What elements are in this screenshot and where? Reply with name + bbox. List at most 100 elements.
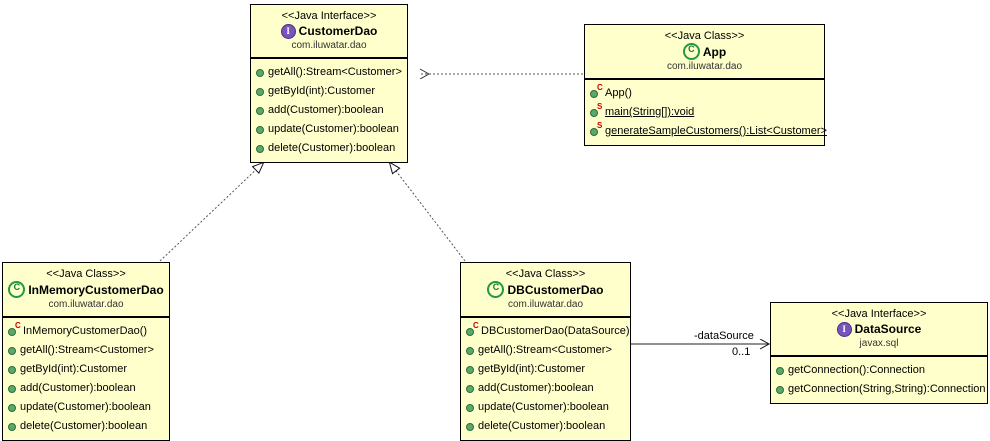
member-row[interactable]: getById(int):Customer bbox=[466, 360, 626, 379]
class-header: <<Java Class>> C App com.iluwatar.dao bbox=[585, 25, 824, 79]
class-header: <<Java Class>> C InMemoryCustomerDao com… bbox=[3, 263, 169, 317]
method-icon bbox=[776, 385, 784, 394]
member-label: update(Customer):boolean bbox=[268, 123, 399, 135]
method-icon bbox=[256, 144, 264, 153]
class-box-customer-dao[interactable]: <<Java Interface>> I CustomerDao com.ilu… bbox=[250, 4, 408, 163]
member-row[interactable]: S main(String[]):void bbox=[590, 102, 820, 122]
member-row[interactable]: C DBCustomerDao(DataSource) bbox=[466, 321, 630, 341]
interface-icon: I bbox=[836, 321, 852, 337]
method-icon bbox=[8, 365, 16, 374]
static-marker: S bbox=[597, 120, 603, 130]
member-label: delete(Customer):boolean bbox=[20, 420, 148, 432]
method-icon bbox=[8, 346, 16, 355]
member-row[interactable]: C App() bbox=[590, 83, 820, 103]
class-icon: C bbox=[682, 43, 700, 60]
member-label: generateSampleCustomers():List<Customer> bbox=[605, 125, 827, 137]
method-icon bbox=[256, 87, 264, 96]
method-icon bbox=[256, 106, 264, 115]
type-name-label: DBCustomerDao bbox=[507, 282, 604, 297]
members-compartment: C App() S main(String[]):void S generate… bbox=[585, 79, 827, 145]
method-icon: C bbox=[590, 83, 603, 98]
type-name-label: App bbox=[702, 44, 727, 59]
class-box-inmemory-customer-dao[interactable]: <<Java Class>> C InMemoryCustomerDao com… bbox=[2, 262, 170, 441]
stereotype-label: <<Java Class>> bbox=[505, 268, 586, 280]
stereotype-label: <<Java Class>> bbox=[664, 30, 745, 42]
stereotype-label: <<Java Interface>> bbox=[831, 308, 927, 320]
members-compartment: C DBCustomerDao(DataSource) getAll():Str… bbox=[461, 317, 630, 440]
member-row[interactable]: getAll():Stream<Customer> bbox=[466, 341, 626, 360]
member-row[interactable]: update(Customer):boolean bbox=[256, 120, 403, 139]
method-icon: C bbox=[466, 321, 479, 336]
member-row[interactable]: delete(Customer):boolean bbox=[256, 139, 403, 158]
member-label: getAll():Stream<Customer> bbox=[478, 344, 612, 356]
package-label: com.iluwatar.dao bbox=[48, 299, 124, 310]
method-icon bbox=[8, 403, 16, 412]
member-label: DBCustomerDao(DataSource) bbox=[481, 325, 630, 337]
member-row[interactable]: add(Customer):boolean bbox=[256, 101, 403, 120]
member-row[interactable]: delete(Customer):boolean bbox=[8, 417, 165, 436]
member-row[interactable]: getConnection(String,String):Connection bbox=[776, 380, 986, 399]
member-label: add(Customer):boolean bbox=[268, 104, 384, 116]
member-label: getConnection(String,String):Connection bbox=[788, 383, 986, 395]
class-icon: C bbox=[487, 281, 505, 298]
method-icon bbox=[256, 125, 264, 134]
class-box-app[interactable]: <<Java Class>> C App com.iluwatar.dao C … bbox=[584, 24, 827, 146]
type-name: C App bbox=[591, 43, 818, 60]
method-icon: S bbox=[590, 121, 602, 136]
class-header: <<Java Interface>> I CustomerDao com.ilu… bbox=[251, 5, 407, 58]
member-row[interactable]: getAll():Stream<Customer> bbox=[8, 341, 165, 360]
edge-db-implements-customerdao bbox=[388, 161, 466, 262]
type-name-label: DataSource bbox=[854, 322, 922, 336]
member-row[interactable]: delete(Customer):boolean bbox=[466, 417, 626, 436]
type-name: C DBCustomerDao bbox=[467, 281, 624, 298]
type-name: C InMemoryCustomerDao bbox=[8, 281, 164, 298]
association-role-label: -dataSource bbox=[694, 330, 754, 342]
package-label: javax.sql bbox=[859, 338, 899, 349]
class-header: <<Java Class>> C DBCustomerDao com.iluwa… bbox=[461, 263, 630, 317]
member-row[interactable]: add(Customer):boolean bbox=[466, 379, 626, 398]
member-label: update(Customer):boolean bbox=[478, 401, 609, 413]
member-row[interactable]: update(Customer):boolean bbox=[466, 398, 626, 417]
members-compartment: getAll():Stream<Customer> getById(int):C… bbox=[251, 58, 407, 162]
method-icon bbox=[466, 403, 474, 412]
member-row[interactable]: getById(int):Customer bbox=[8, 360, 165, 379]
member-label: getConnection():Connection bbox=[788, 364, 925, 376]
members-compartment: C InMemoryCustomerDao() getAll():Stream<… bbox=[3, 317, 169, 440]
type-name: I CustomerDao bbox=[257, 23, 401, 39]
stereotype-label: <<Java Interface>> bbox=[281, 10, 377, 22]
member-label: getAll():Stream<Customer> bbox=[268, 66, 402, 78]
member-label: getById(int):Customer bbox=[268, 85, 375, 97]
member-row[interactable]: getAll():Stream<Customer> bbox=[256, 63, 403, 82]
member-label: getById(int):Customer bbox=[478, 363, 585, 375]
association-multiplicity-label: 0..1 bbox=[732, 346, 751, 358]
member-row[interactable]: add(Customer):boolean bbox=[8, 379, 165, 398]
method-icon bbox=[466, 365, 474, 374]
edge-inmemory-implements-customerdao bbox=[159, 161, 265, 262]
members-compartment: getConnection():Connection getConnection… bbox=[771, 356, 987, 403]
method-icon bbox=[8, 384, 16, 393]
member-label: main(String[]):void bbox=[605, 106, 695, 118]
interface-icon: I bbox=[280, 23, 296, 39]
member-row[interactable]: getById(int):Customer bbox=[256, 82, 403, 101]
stereotype-label: <<Java Class>> bbox=[46, 268, 126, 280]
package-label: com.iluwatar.dao bbox=[291, 40, 367, 51]
package-label: com.iluwatar.dao bbox=[507, 299, 584, 310]
constructor-marker: C bbox=[597, 82, 603, 92]
member-row[interactable]: update(Customer):boolean bbox=[8, 398, 165, 417]
method-icon bbox=[8, 422, 16, 431]
member-row[interactable]: getConnection():Connection bbox=[776, 361, 983, 380]
member-label: App() bbox=[605, 87, 632, 99]
member-row[interactable]: C InMemoryCustomerDao() bbox=[8, 321, 165, 341]
method-icon bbox=[466, 422, 474, 431]
class-icon: C bbox=[8, 281, 26, 298]
member-label: add(Customer):boolean bbox=[478, 382, 594, 394]
member-label: InMemoryCustomerDao() bbox=[23, 325, 148, 337]
method-icon bbox=[466, 384, 474, 393]
method-icon bbox=[256, 68, 264, 77]
method-icon: C bbox=[8, 321, 21, 336]
class-box-db-customer-dao[interactable]: <<Java Class>> C DBCustomerDao com.iluwa… bbox=[460, 262, 631, 441]
method-icon bbox=[776, 366, 784, 375]
member-row[interactable]: S generateSampleCustomers():List<Custome… bbox=[590, 121, 827, 141]
class-box-data-source[interactable]: <<Java Interface>> I DataSource javax.sq… bbox=[770, 302, 988, 404]
